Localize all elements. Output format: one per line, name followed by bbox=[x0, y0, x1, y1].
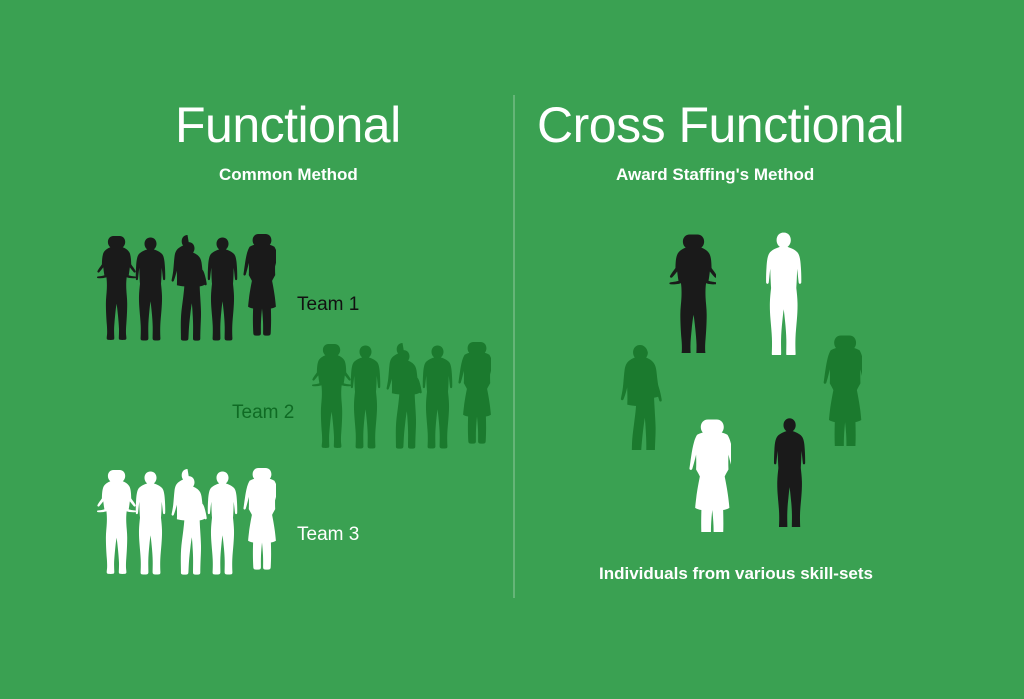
left-column-subtitle: Common Method bbox=[219, 165, 358, 184]
silhouette-man-suit bbox=[774, 418, 806, 527]
person-mid-right bbox=[820, 334, 862, 446]
person-top-left bbox=[664, 233, 716, 353]
silhouette-man-walking bbox=[620, 345, 662, 450]
person-mid-left bbox=[617, 344, 663, 450]
team-1-label: Team 1 bbox=[297, 294, 360, 315]
person-top-right bbox=[762, 231, 806, 355]
vertical-divider bbox=[513, 95, 515, 598]
right-column-title: Cross Functional bbox=[537, 97, 905, 153]
team-3-group bbox=[96, 466, 276, 596]
silhouette-woman-skirt bbox=[243, 467, 276, 570]
silhouette-woman-hands-on-hips bbox=[96, 470, 137, 574]
team-2-group bbox=[311, 340, 491, 470]
silhouette-man-standing bbox=[135, 471, 166, 575]
silhouette-man-jacket bbox=[171, 469, 207, 575]
team-2-label: Team 2 bbox=[232, 402, 295, 423]
silhouette-woman-dress bbox=[689, 419, 731, 532]
silhouette-woman-skirt bbox=[243, 233, 276, 336]
left-column-title: Functional bbox=[175, 97, 401, 153]
silhouette-woman-hands-on-hips bbox=[669, 234, 716, 353]
silhouette-man-standing bbox=[350, 345, 381, 449]
silhouette-man-hands-in-pockets bbox=[207, 471, 238, 575]
silhouette-woman-skirt bbox=[458, 341, 491, 444]
team-3-label: Team 3 bbox=[297, 524, 360, 545]
right-column-subtitle: Award Staffing's Method bbox=[616, 165, 815, 184]
person-bottom-right bbox=[770, 417, 810, 527]
silhouette-man-hands-in-pockets bbox=[422, 345, 453, 449]
silhouette-man-standing bbox=[766, 232, 802, 355]
silhouette-woman-hands-on-hips bbox=[311, 344, 352, 448]
silhouette-man-hands-in-pockets bbox=[207, 237, 238, 341]
team-1-group bbox=[96, 232, 276, 362]
silhouette-woman-hands-on-hips bbox=[96, 236, 137, 340]
silhouette-man-jacket bbox=[171, 235, 207, 341]
silhouette-woman-dress bbox=[823, 335, 862, 446]
skill-sets-caption: Individuals from various skill-sets bbox=[599, 564, 873, 583]
person-bottom-left bbox=[685, 418, 731, 532]
silhouette-man-standing bbox=[135, 237, 166, 341]
silhouette-man-jacket bbox=[386, 343, 422, 449]
